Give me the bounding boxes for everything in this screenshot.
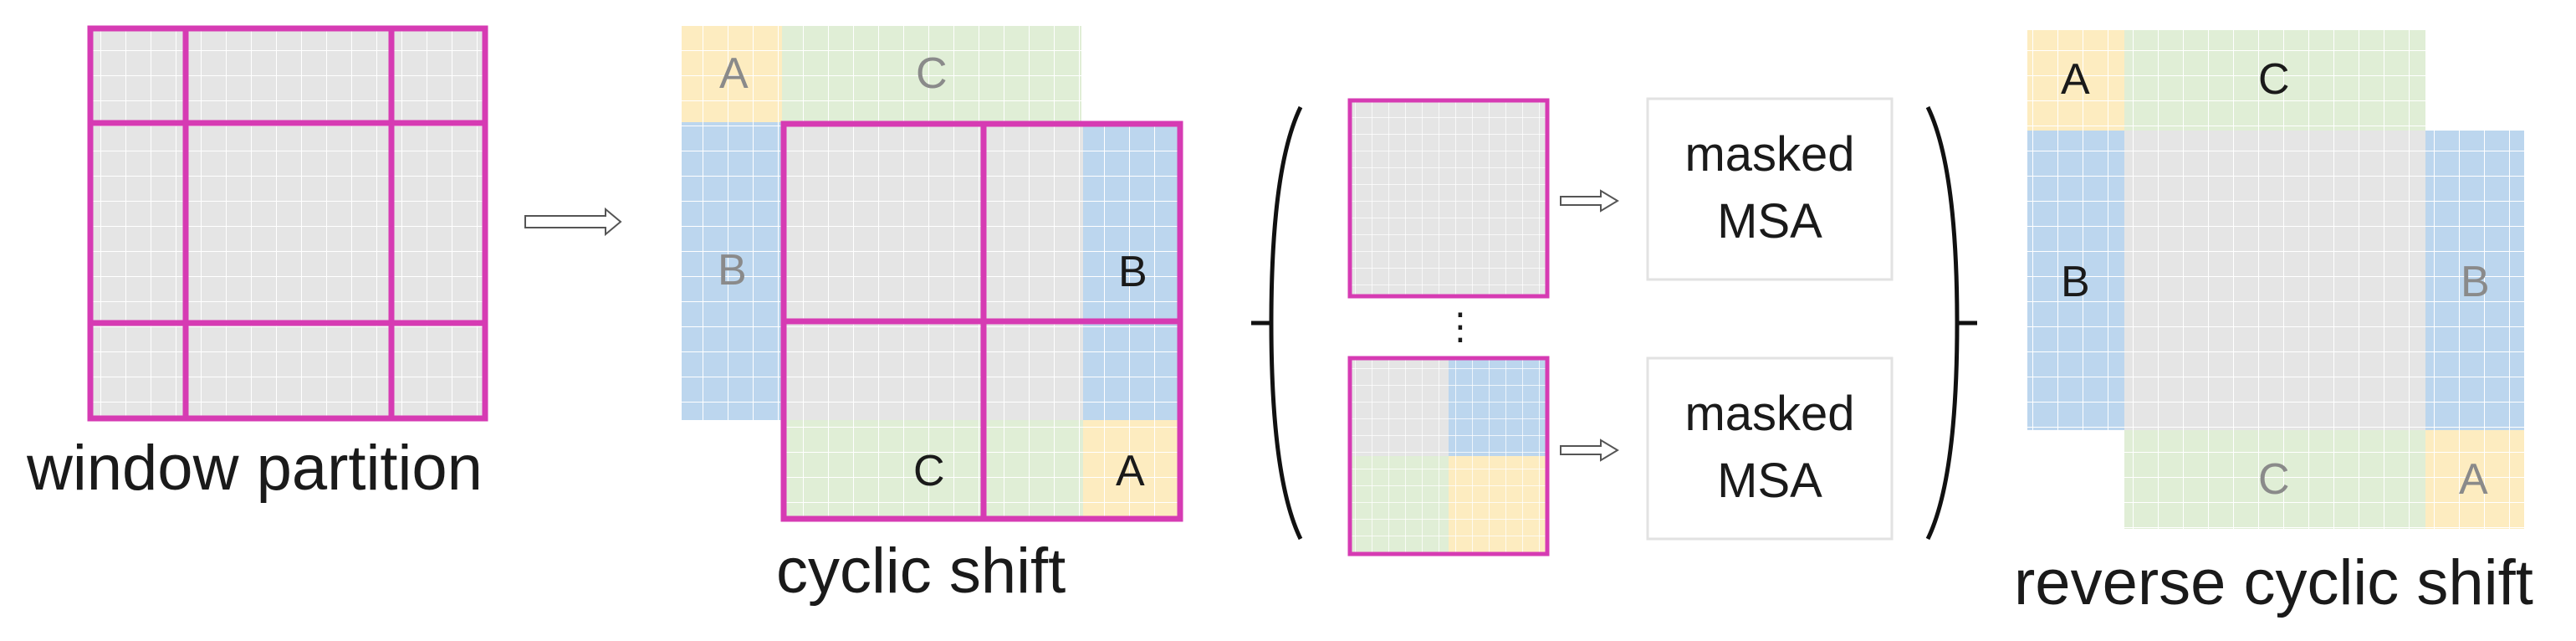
reverse-cyclic-shift-panel: A C B B C A reverse cyclic shift: [2014, 30, 2533, 618]
msa-bottom-line1: masked: [1684, 387, 1854, 441]
cyclic-shift-panel: A C B B C A cyclic shift: [682, 25, 1183, 607]
window-partition-panel: window partition: [26, 25, 488, 504]
arrow-bottom-to-msa: [1560, 438, 1619, 462]
arrow-partition-to-shift: [524, 207, 622, 237]
caption-window-partition: window partition: [26, 433, 483, 504]
msa-box-top: [1646, 97, 1894, 281]
label-c-rev-bottom: C: [2258, 455, 2290, 504]
label-b-rev-left: B: [2061, 258, 2090, 306]
label-a-rev-bottom: A: [2459, 455, 2488, 504]
partition-window-borders: [87, 25, 488, 422]
label-c-front: C: [913, 447, 945, 495]
label-b-back: B: [718, 246, 747, 295]
shift-window-borders: [780, 121, 1183, 522]
msa-top-line1: masked: [1684, 127, 1854, 182]
label-a-rev-top: A: [2061, 55, 2090, 104]
caption-cyclic-shift: cyclic shift: [776, 536, 1066, 607]
label-a-back: A: [719, 49, 749, 98]
caption-reverse-cyclic-shift: reverse cyclic shift: [2014, 547, 2533, 618]
masked-msa-panel: ⋮ masked MSA masked MSA: [1251, 97, 1977, 556]
arrow-top-to-msa: [1560, 189, 1619, 213]
msa-box-bottom: [1646, 356, 1894, 541]
ellipsis: ⋮: [1442, 306, 1479, 347]
msa-bottom-line2: MSA: [1717, 454, 1822, 508]
label-c-rev-top: C: [2258, 55, 2290, 104]
label-c-back: C: [916, 49, 948, 98]
msa-top-line2: MSA: [1717, 194, 1822, 249]
label-b-rev-right: B: [2461, 258, 2490, 306]
right-bracket: [1925, 105, 1960, 541]
left-bracket: [1269, 105, 1303, 541]
label-b-front: B: [1118, 248, 1147, 296]
label-a-front: A: [1116, 447, 1145, 495]
